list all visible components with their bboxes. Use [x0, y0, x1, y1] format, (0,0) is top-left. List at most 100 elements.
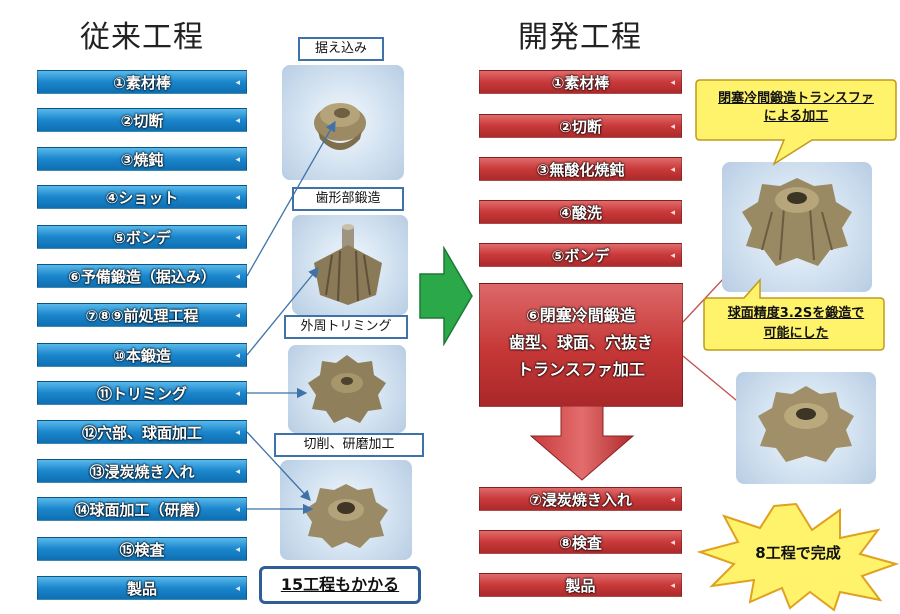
left-step: 製品 ◂ [37, 576, 247, 600]
callout-top-bubble [695, 79, 897, 166]
down-arrow-icon [529, 406, 635, 481]
left-step: ③焼鈍 ◂ [37, 147, 247, 171]
right-step-label: ③無酸化焼鈍 [536, 161, 625, 179]
right-step: ③無酸化焼鈍 ◂ [479, 157, 682, 181]
callout-middle-text: 球面精度3.2Sを鍛造で 可能にした [706, 304, 886, 344]
upset-blank-icon [314, 103, 366, 150]
chevron-left-icon: ◂ [235, 272, 240, 282]
left-title: 従来工程 [80, 20, 204, 55]
left-step: ①素材棒◂ [37, 70, 247, 94]
chevron-left-icon: ◂ [670, 581, 675, 591]
right-step: ④酸洗 ◂ [479, 200, 682, 224]
chevron-left-icon: ◂ [670, 251, 675, 261]
right-step-label: 製品 [565, 577, 596, 595]
right-step: ⑦浸炭焼き入れ ◂ [479, 487, 682, 511]
left-step-label: ①素材棒 [113, 74, 171, 92]
forged-gear-with-shaft-icon [314, 224, 382, 305]
left-step-label: ⑬浸炭焼き入れ [89, 463, 195, 481]
photo-label-upsetting: 据え込み [298, 37, 384, 61]
cutting-grinding-photo [280, 460, 412, 560]
outer-trimming-photo [288, 345, 406, 433]
right-step-label: ⑦浸炭焼き入れ [529, 491, 632, 509]
connector-line [246, 431, 311, 501]
chevron-left-icon: ◂ [235, 545, 240, 555]
left-step: ②切断 ◂ [37, 108, 247, 132]
chevron-left-icon: ◂ [235, 193, 240, 203]
big-step-line1: ⑥閉塞冷間鍛造 [526, 306, 636, 325]
left-step: ⑬浸炭焼き入れ ◂ [37, 459, 247, 483]
callout-middle-line2: 可能にした [763, 326, 829, 341]
chevron-left-icon: ◂ [235, 584, 240, 594]
right-step-label: ⑤ボンデ [551, 247, 610, 265]
right-step: ⑤ボンデ ◂ [479, 243, 682, 267]
right-step-label: ①素材棒 [551, 74, 610, 92]
callout-top-line2: による加工 [763, 109, 829, 124]
callout-middle-line1: 球面精度3.2Sを鍛造で [727, 306, 865, 321]
finished-developed-gear-icon [758, 386, 854, 462]
right-step: 製品 ◂ [479, 573, 682, 597]
left-step: ⑪トリミング ◂ [37, 381, 247, 405]
chevron-left-icon: ◂ [235, 428, 240, 438]
left-step: ⑦⑧⑨前処理工程 ◂ [37, 303, 247, 327]
conventional-summary-text: 15工程もかかる [280, 575, 400, 594]
photo-label-tooth-forging: 歯形部鍛造 [292, 187, 404, 211]
left-step: ⑮検査 ◂ [37, 537, 247, 561]
right-step-label: ④酸洗 [559, 204, 602, 222]
upsetting-photo [282, 65, 404, 180]
burst-star-icon [696, 502, 900, 612]
closed-cold-forging-step: ⑥閉塞冷間鍛造 歯型、球面、穴抜き トランスファ加工 [479, 283, 683, 407]
closed-forged-gear-icon [742, 178, 852, 266]
left-step: ⑭球面加工（研磨） ◂ [37, 497, 247, 521]
transition-arrow-icon [419, 246, 473, 346]
left-step: ⑫穴部、球面加工 ◂ [37, 420, 247, 444]
left-step: ⑤ボンデ ◂ [37, 225, 247, 249]
left-step-label: ③焼鈍 [120, 151, 164, 169]
left-step-label: ⑪トリミング [96, 385, 187, 403]
chevron-left-icon: ◂ [235, 233, 240, 243]
chevron-left-icon: ◂ [235, 351, 240, 361]
callout-middle-bubble [703, 278, 885, 351]
left-step-label: ⑮検査 [119, 541, 165, 559]
left-step: ⑩本鍛造 ◂ [37, 343, 247, 367]
chevron-left-icon: ◂ [235, 116, 240, 126]
connector-line [246, 266, 319, 356]
right-step: ①素材棒 ◂ [479, 70, 682, 94]
chevron-left-icon: ◂ [670, 495, 675, 505]
callout-top-line1: 閉塞冷間鍛造トランスファ [718, 91, 874, 106]
tooth-forging-photo [292, 215, 408, 315]
developed-gear-photo-bottom [736, 372, 876, 484]
left-step-label: ⑦⑧⑨前処理工程 [85, 307, 199, 325]
callout-top-text: 閉塞冷間鍛造トランスファ による加工 [696, 90, 896, 126]
left-step: ④ショット ◂ [37, 185, 247, 209]
chevron-left-icon: ◂ [670, 208, 675, 218]
big-step-line3: トランスファ加工 [517, 360, 645, 379]
chevron-left-icon: ◂ [235, 155, 240, 165]
trimmed-gear-icon [308, 355, 386, 423]
left-step-label: ⑥予備鍛造（据込み） [68, 268, 216, 286]
chevron-left-icon: ◂ [235, 505, 240, 515]
finished-gear-icon [304, 484, 388, 548]
chevron-left-icon: ◂ [235, 467, 240, 477]
left-step-label: ④ショット [105, 189, 179, 207]
photo-label-outer-trimming: 外周トリミング [284, 315, 408, 339]
left-step-label: 製品 [126, 580, 157, 598]
left-step-label: ⑤ボンデ [113, 229, 171, 247]
chevron-left-icon: ◂ [670, 165, 675, 175]
left-step-label: ②切断 [120, 112, 164, 130]
left-step-label: ⑩本鍛造 [113, 347, 171, 365]
photo-label-cutting-grinding: 切削、研磨加工 [274, 433, 424, 457]
left-step-label: ⑭球面加工（研磨） [74, 501, 210, 519]
right-step: ⑧検査◂ [479, 530, 682, 554]
chevron-left-icon: ◂ [670, 538, 675, 548]
connector-line [246, 120, 336, 277]
left-step-label: ⑫穴部、球面加工 [81, 424, 202, 442]
chevron-left-icon: ◂ [235, 311, 240, 321]
developed-gear-photo-top [722, 162, 872, 292]
conventional-summary-box: 15工程もかかる [259, 566, 421, 604]
left-step: ⑥予備鍛造（据込み） ◂ [37, 264, 247, 288]
chevron-left-icon: ◂ [670, 78, 675, 88]
right-title: 開発工程 [518, 20, 642, 55]
chevron-left-icon: ◂ [670, 122, 675, 132]
big-step-line2: 歯型、球面、穴抜き [508, 333, 653, 352]
chevron-left-icon: ◂ [235, 389, 240, 399]
